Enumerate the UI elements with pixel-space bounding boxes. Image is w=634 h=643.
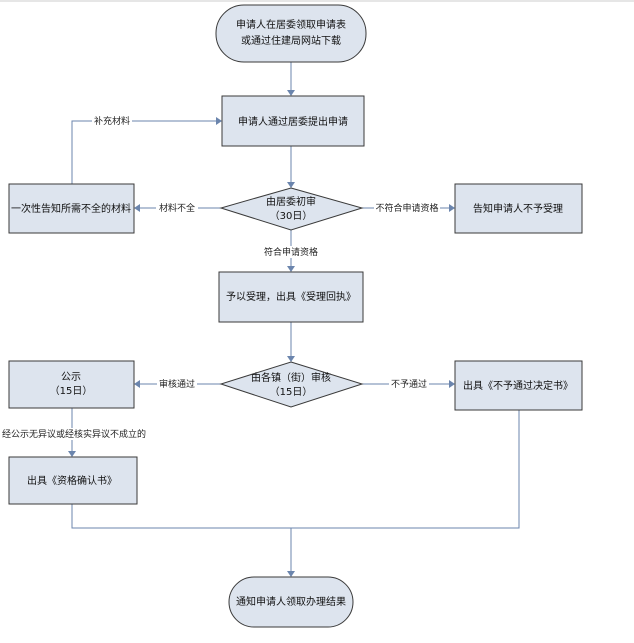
node-not-approved: 出具《不予通过决定书》 — [454, 360, 583, 411]
node-street-review-line1: 由各镇（街）审核 — [251, 371, 331, 384]
node-end: 通知申请人领取办理结果 — [228, 576, 354, 628]
arrowhead — [134, 204, 140, 212]
node-publicize-line2: （15日） — [50, 385, 93, 397]
node-end-label: 通知申请人领取办理结果 — [236, 595, 346, 608]
arrowhead — [287, 182, 295, 188]
arrowhead — [287, 356, 295, 362]
node-publicize: 公示 （15日） — [8, 360, 135, 409]
edge-label-passed: 审核通过 — [159, 378, 195, 390]
arrowhead — [287, 571, 295, 577]
edge-label-incomplete: 材料不全 — [159, 202, 195, 214]
node-publicize-line1: 公示 — [61, 372, 81, 383]
node-confirm: 出具《资格确认书》 — [8, 456, 138, 505]
arrowhead — [216, 117, 222, 125]
edge-supplement — [71, 120, 217, 184]
node-notify-missing: 一次性告知所需不全的材料 — [8, 183, 135, 234]
arrowhead — [449, 380, 455, 388]
node-notify-missing-label: 一次性告知所需不全的材料 — [11, 202, 131, 215]
edge-label-not-qualified: 不符合申请资格 — [375, 202, 438, 214]
node-start-line1: 申请人在居委领取申请表 — [236, 18, 346, 31]
node-start-line2: 或通过住建局网站下载 — [241, 34, 341, 47]
edge-label-supplement: 补充材料 — [94, 115, 130, 127]
node-start: 申请人在居委领取申请表 或通过住建局网站下载 — [215, 4, 367, 63]
arrowhead — [287, 266, 295, 272]
node-not-approved-label: 出具《不予通过决定书》 — [463, 379, 573, 392]
node-accept-label: 予以受理，出具《受理回执》 — [226, 290, 356, 303]
arrowhead — [287, 90, 295, 96]
arrowhead — [134, 380, 140, 388]
edge-label-not-passed: 不予通过 — [391, 378, 427, 390]
arrowhead — [449, 204, 455, 212]
edge-notapproved-merge — [291, 410, 520, 529]
node-confirm-label: 出具《资格确认书》 — [27, 474, 117, 487]
node-submit-label: 申请人通过居委提出申请 — [238, 115, 348, 128]
node-initial-review: 由居委初审 （30日） — [219, 187, 364, 231]
node-initial-review-line2: （30日） — [270, 210, 313, 222]
edge-labels: 补充材料 材料不全 不符合申请资格 符合申请资格 审核通过 不予通过 经公示无异… — [0, 115, 440, 440]
edge-label-qualified: 符合申请资格 — [264, 246, 318, 258]
node-accept: 予以受理，出具《受理回执》 — [218, 271, 364, 323]
arrowhead — [68, 451, 76, 457]
node-reject-notice: 告知申请人不予受理 — [454, 183, 583, 234]
node-submit: 申请人通过居委提出申请 — [221, 95, 365, 147]
edge-confirm-merge — [71, 504, 291, 529]
node-reject-notice-label: 告知申请人不予受理 — [473, 202, 563, 215]
node-initial-review-line1: 由居委初审 — [266, 195, 316, 208]
node-street-review: 由各镇（街）审核 （15日） — [219, 361, 364, 408]
node-street-review-line2: （15日） — [270, 386, 313, 398]
edge-label-no-objection: 经公示无异议或经核实异议不成立的 — [2, 428, 146, 440]
